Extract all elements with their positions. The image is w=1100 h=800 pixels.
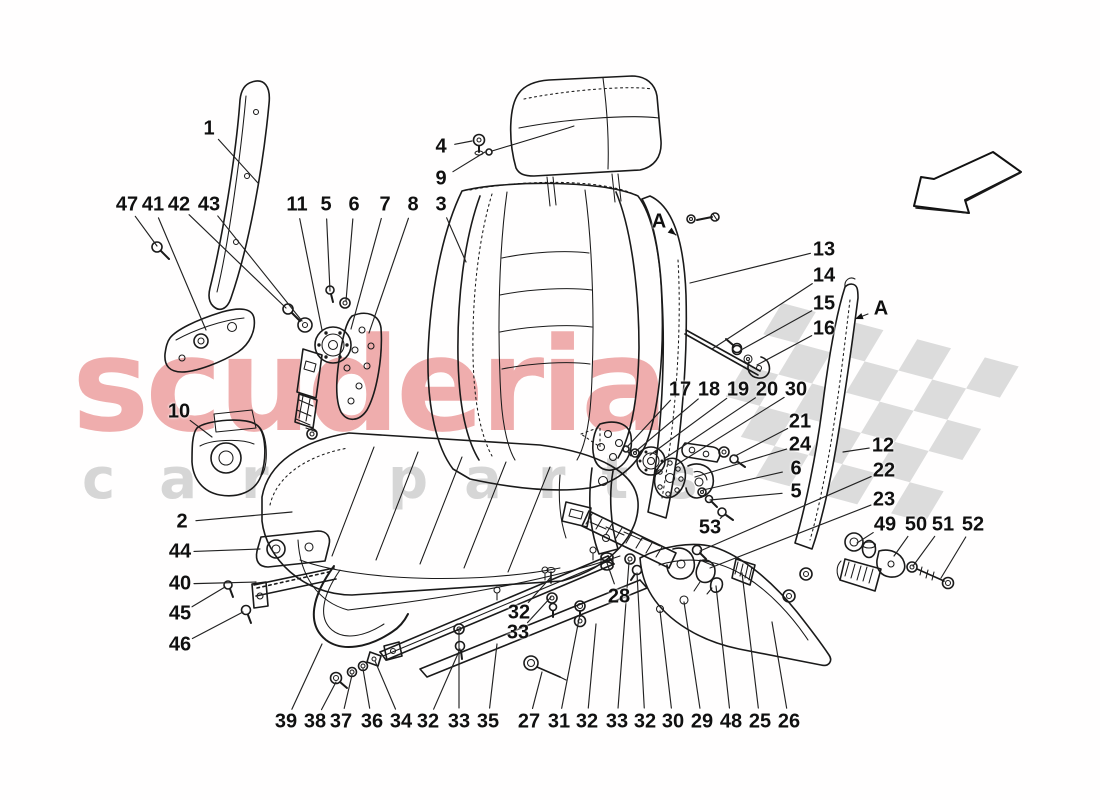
callout-42: 42 xyxy=(167,193,191,216)
callout-25: 25 xyxy=(748,710,772,733)
callout-33: 33 xyxy=(447,710,471,733)
watermark-text-car: car xyxy=(82,447,313,512)
callout-16: 16 xyxy=(812,317,836,340)
callout-19: 19 xyxy=(726,378,750,401)
watermark-text-parts: parts xyxy=(388,447,734,512)
callout-15: 15 xyxy=(812,292,836,315)
anchor-assembly-49-52 xyxy=(836,532,955,592)
watermark-text-scuderia: scuderia xyxy=(72,309,669,461)
callout-18: 18 xyxy=(697,378,721,401)
lower-shield-panel xyxy=(639,543,832,667)
mounting-bracket-plate xyxy=(164,308,256,373)
seatbelt-reel xyxy=(191,409,267,497)
callout-21: 21 xyxy=(788,410,812,433)
side-trim-panel-12 xyxy=(794,277,859,550)
callout-41: 41 xyxy=(141,193,165,216)
callout-47: 47 xyxy=(115,193,139,216)
callout-30: 30 xyxy=(784,378,808,401)
callout-33: 33 xyxy=(605,710,629,733)
left-recliner-and-buckle xyxy=(282,285,383,440)
callout-46: 46 xyxy=(168,633,192,656)
callout-28: 28 xyxy=(607,585,631,608)
callout-leader-lines xyxy=(134,138,967,711)
seat-cushion xyxy=(261,432,639,596)
callout-6: 6 xyxy=(348,193,360,216)
callout-40: 40 xyxy=(168,572,192,595)
callout-50: 50 xyxy=(904,513,928,536)
callout-32: 32 xyxy=(633,710,657,733)
callout-1: 1 xyxy=(203,117,215,140)
callout-53: 53 xyxy=(698,516,722,539)
rear-trim-panel xyxy=(641,195,688,519)
lap-belt xyxy=(561,501,696,580)
callout-6: 6 xyxy=(790,457,802,480)
callout-a: A xyxy=(873,297,889,320)
callout-4: 4 xyxy=(435,135,447,158)
headrest-hardware xyxy=(472,125,720,224)
callout-13: 13 xyxy=(812,238,836,261)
callout-37: 37 xyxy=(329,710,353,733)
callout-32: 32 xyxy=(416,710,440,733)
callout-39: 39 xyxy=(274,710,298,733)
callout-29: 29 xyxy=(690,710,714,733)
callout-20: 20 xyxy=(755,378,779,401)
adjustment-rod-clamp xyxy=(684,329,771,379)
right-recliner-mechanism xyxy=(580,421,746,521)
callout-22: 22 xyxy=(872,459,896,482)
callout-26: 26 xyxy=(777,710,801,733)
callout-33: 33 xyxy=(506,621,530,644)
direction-arrow-icon xyxy=(913,151,1022,214)
callout-52: 52 xyxy=(961,513,985,536)
callout-5: 5 xyxy=(320,193,332,216)
callout-30: 30 xyxy=(661,710,685,733)
seat-backrest xyxy=(427,181,664,491)
callout-27: 27 xyxy=(517,710,541,733)
callout-12: 12 xyxy=(871,434,895,457)
callout-51: 51 xyxy=(931,513,955,536)
callout-5: 5 xyxy=(790,480,802,503)
seat-headrest xyxy=(509,75,662,207)
callout-24: 24 xyxy=(788,433,812,456)
callout-43: 43 xyxy=(197,193,221,216)
callout-38: 38 xyxy=(303,710,327,733)
callout-a: A xyxy=(651,210,667,233)
callout-11: 11 xyxy=(286,193,308,216)
callout-48: 48 xyxy=(719,710,743,733)
callout-49: 49 xyxy=(873,513,897,536)
callout-7: 7 xyxy=(379,193,391,216)
callout-23: 23 xyxy=(872,488,896,511)
callout-14: 14 xyxy=(812,264,836,287)
callout-8: 8 xyxy=(407,193,419,216)
callout-35: 35 xyxy=(476,710,500,733)
callout-3: 3 xyxy=(435,193,447,216)
callout-32: 32 xyxy=(507,601,531,624)
callout-34: 34 xyxy=(389,710,413,733)
callout-2: 2 xyxy=(176,510,188,533)
callout-31: 31 xyxy=(547,710,571,733)
callout-44: 44 xyxy=(168,540,192,563)
callout-9: 9 xyxy=(435,167,447,190)
callout-17: 17 xyxy=(668,378,692,401)
seat-frame-rails xyxy=(251,467,648,678)
callout-36: 36 xyxy=(360,710,384,733)
callout-32: 32 xyxy=(575,710,599,733)
callout-45: 45 xyxy=(168,602,192,625)
callout-10: 10 xyxy=(167,400,191,423)
